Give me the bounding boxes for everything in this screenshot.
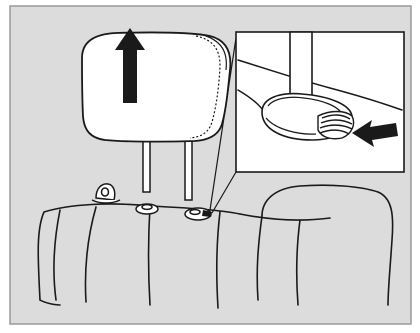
headrest-up-arrow-icon xyxy=(115,28,145,103)
inset-headrest-stem xyxy=(289,31,313,103)
headrest-stem-right xyxy=(184,131,193,201)
headrest-cushion xyxy=(81,31,232,143)
headrest-guide-right-with-release xyxy=(184,207,212,221)
headrest-guide-left xyxy=(135,203,159,215)
headrest-edge xyxy=(199,33,227,71)
left-seatbelt-loop xyxy=(91,183,121,204)
callout-leader-lines xyxy=(209,37,237,214)
inset-release-button xyxy=(317,110,355,140)
inset-detail xyxy=(235,31,405,173)
release-button-push-arrow-icon xyxy=(352,120,398,147)
headrest xyxy=(81,31,232,201)
headrest-seam xyxy=(189,35,221,139)
